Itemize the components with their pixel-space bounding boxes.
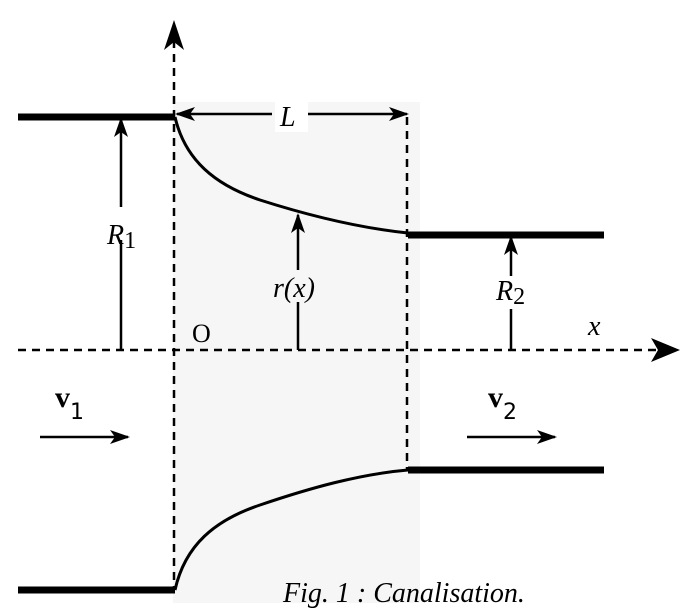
profile-radius-label: r(x) <box>273 273 315 304</box>
wall-profile-bottom <box>173 468 409 591</box>
velocity-outlet-label: v2 <box>488 381 517 425</box>
length-label-bg <box>275 100 308 132</box>
velocity-inlet-label: v1 <box>55 381 84 425</box>
convergent-region <box>173 102 420 603</box>
velocity-inlet-subscript: 1 <box>70 400 84 425</box>
inlet-radius-subscript: 1 <box>124 228 136 254</box>
inlet-radius-label: R1 <box>106 220 136 254</box>
wall-profile-top <box>173 116 409 235</box>
length-label: L <box>279 102 296 133</box>
x-axis-arrow-icon <box>651 338 680 362</box>
vertical-axis-arrow-icon <box>164 20 184 50</box>
velocity-outlet-subscript: 2 <box>503 400 517 425</box>
origin-label: O <box>192 319 211 348</box>
outlet-radius-subscript: 2 <box>513 284 525 310</box>
outlet-radius-label: R2 <box>495 276 525 310</box>
figure-caption: Fig. 1 : Canalisation. <box>282 578 525 609</box>
x-axis-label: x <box>587 311 601 342</box>
